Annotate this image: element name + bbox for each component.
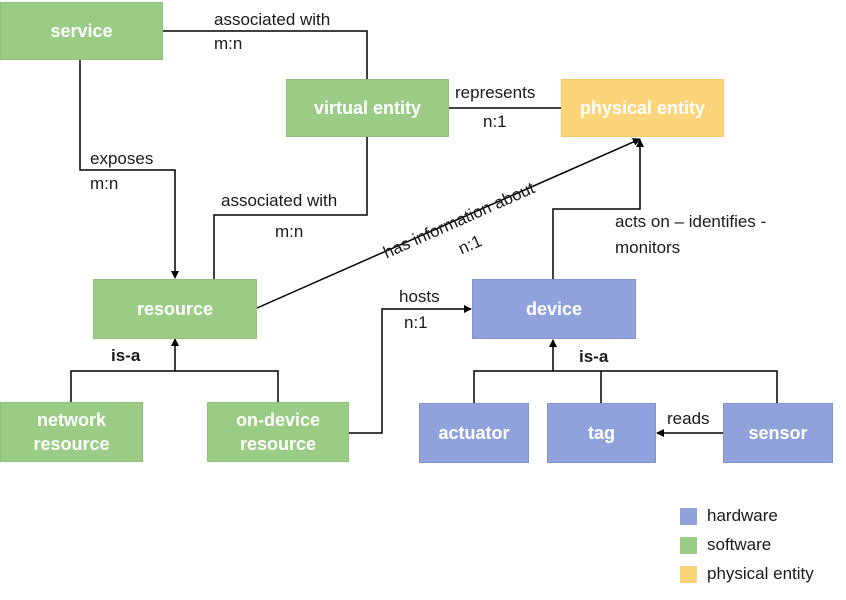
label-service-ve: associated with [214,10,331,29]
node-network-resource: network resource [0,402,143,462]
edge-network-resource-isa [70,370,175,402]
label-reads: reads [667,409,710,428]
label-represents: represents [455,83,536,102]
label-resource-ve: associated with [221,191,338,210]
legend-item-physical-entity: physical entity [680,564,814,584]
edge-actuator-isa [473,370,553,403]
node-resource: resource [93,279,257,339]
label-device-isa: is-a [579,347,609,366]
legend-label-physical-entity: physical entity [707,564,814,583]
label-exposes-cardinality: m:n [90,174,119,193]
node-virtual-entity: virtual entity [286,79,449,137]
node-on-device-resource: on-device resource [207,402,349,462]
label-resource-ve-cardinality: m:n [275,222,304,241]
edge-sensor-isa [553,370,778,403]
label-hosts-cardinality: n:1 [404,313,428,332]
node-device: device [472,279,636,339]
node-tag: tag [547,403,656,463]
label-resource-isa: is-a [111,346,141,365]
legend-swatch-physical-entity [680,565,697,583]
label-acts-on-line1: acts on – identifies - [615,212,767,231]
node-physical-entity: physical entity [561,79,724,137]
edge-resource-physical [256,138,641,309]
legend-item-hardware: hardware [680,506,778,526]
label-exposes: exposes [90,149,154,168]
label-hosts: hosts [399,287,440,306]
label-acts-on-line2: monitors [615,238,681,257]
legend-item-software: software [680,535,771,555]
label-represents-cardinality: n:1 [483,112,507,131]
label-service-ve-cardinality: m:n [214,34,243,53]
edge-ondevice-resource-isa [175,370,279,402]
legend-label-hardware: hardware [707,506,778,525]
edge-service-resource [79,60,179,279]
edge-device-physical [552,139,644,279]
legend-label-software: software [707,535,772,554]
edge-resource-virtual-entity [213,137,368,279]
edge-ondevice-device [349,305,472,434]
node-sensor: sensor [723,403,833,463]
legend-swatch-software [680,536,697,554]
node-service: service [0,2,163,60]
node-actuator: actuator [419,403,529,463]
edge-service-virtual-entity [163,30,368,79]
legend-swatch-hardware [680,507,697,525]
